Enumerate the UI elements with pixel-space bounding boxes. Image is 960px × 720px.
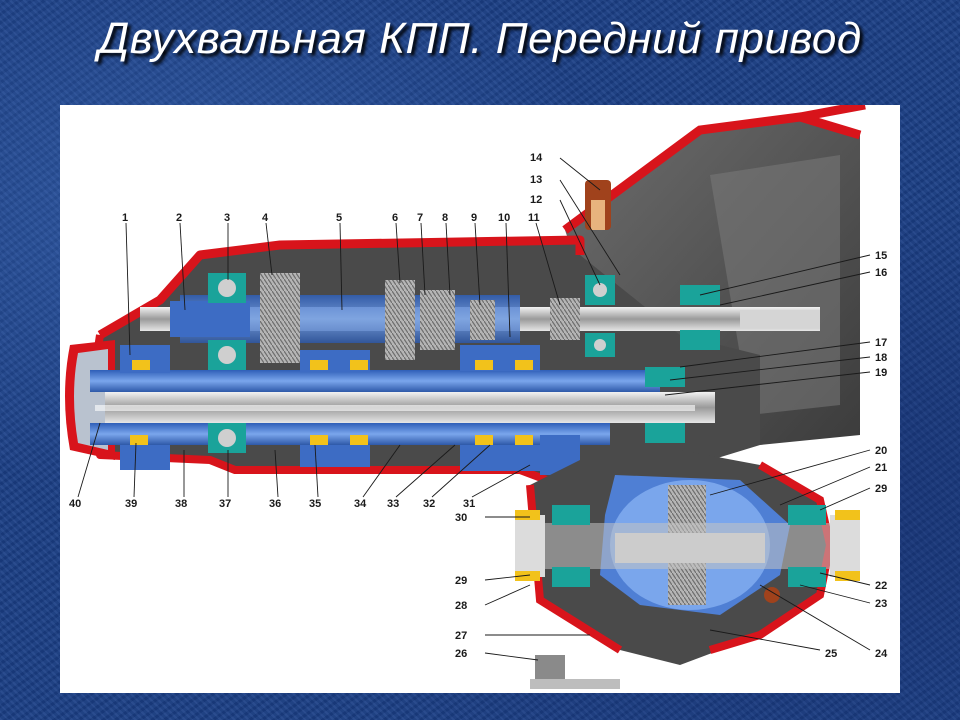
callout-7: 7: [417, 212, 423, 224]
drain-plug: [530, 655, 620, 689]
input-shaft-assembly: [140, 273, 820, 363]
callout-14: 14: [530, 152, 543, 164]
callout-10: 10: [498, 212, 510, 224]
callout-29a: 29: [875, 483, 887, 495]
callout-40: 40: [69, 498, 81, 510]
callout-31: 31: [463, 498, 475, 510]
callout-19: 19: [875, 367, 887, 379]
callout-38: 38: [175, 498, 187, 510]
callout-26: 26: [455, 648, 467, 660]
callout-28: 28: [455, 600, 467, 612]
callout-1: 1: [122, 212, 128, 224]
callout-30: 30: [455, 512, 467, 524]
callout-labels: 1 2 3 4 5 6 7 8 9 10 11 12 13 14 15 16 1…: [69, 152, 888, 660]
callout-22: 22: [875, 580, 887, 592]
callout-24: 24: [875, 648, 888, 660]
callout-21: 21: [875, 462, 887, 474]
callout-25: 25: [825, 648, 837, 660]
callout-15: 15: [875, 250, 887, 262]
callout-37: 37: [219, 498, 231, 510]
callout-33: 33: [387, 498, 399, 510]
callout-4: 4: [262, 212, 269, 224]
callout-32: 32: [423, 498, 435, 510]
differential-housing: [515, 450, 860, 665]
bearings: [208, 273, 720, 453]
callout-35: 35: [309, 498, 321, 510]
output-shaft-assembly: [90, 345, 715, 475]
callout-2: 2: [176, 212, 182, 224]
callout-20: 20: [875, 445, 887, 457]
breather-plug: [585, 180, 611, 230]
callout-27: 27: [455, 630, 467, 642]
callout-39: 39: [125, 498, 137, 510]
callout-18: 18: [875, 352, 887, 364]
callout-23: 23: [875, 598, 887, 610]
slide-title: Двухвальная КПП. Передний привод: [98, 14, 862, 63]
callout-29b: 29: [455, 575, 467, 587]
callout-3: 3: [224, 212, 230, 224]
synchronizers: [130, 360, 533, 445]
callout-11: 11: [528, 212, 540, 224]
callout-5: 5: [336, 212, 342, 224]
callout-8: 8: [442, 212, 448, 224]
callout-36: 36: [269, 498, 281, 510]
callout-34: 34: [354, 498, 367, 510]
callout-17: 17: [875, 337, 887, 349]
callout-leaders: [77, 157, 871, 661]
callout-13: 13: [530, 174, 542, 186]
callout-12: 12: [530, 194, 542, 206]
transmission-cutaway: 1 2 3 4 5 6 7 8 9 10 11 12 13 14 15 16 1…: [65, 105, 888, 689]
transmission-diagram: 1 2 3 4 5 6 7 8 9 10 11 12 13 14 15 16 1…: [60, 105, 900, 693]
callout-9: 9: [471, 212, 477, 224]
callout-16: 16: [875, 267, 887, 279]
callout-6: 6: [392, 212, 398, 224]
